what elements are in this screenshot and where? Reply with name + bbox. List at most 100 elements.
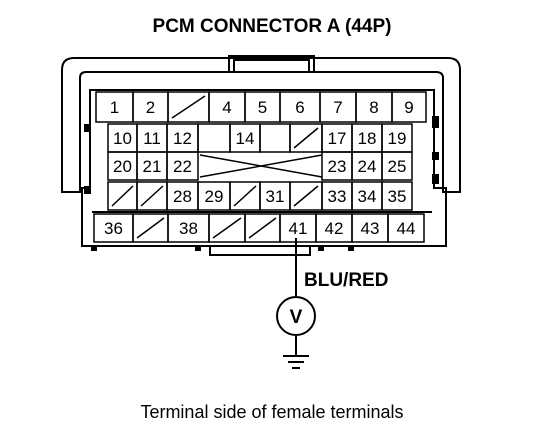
terminal-28: 28 [166,181,199,211]
terminal-8: 8 [355,91,393,123]
empty-terminal [136,181,168,211]
terminal-number: 24 [358,157,377,176]
unused-terminal-slash [171,95,206,119]
terminal-number: 41 [289,219,308,238]
empty-terminal [197,123,231,153]
terminal-10: 10 [107,123,138,153]
terminal-number: 1 [110,98,119,117]
terminal-number: 8 [369,98,378,117]
terminal-number: 31 [266,187,285,206]
terminal-cell [387,213,425,243]
ground-icon [283,355,309,369]
empty-terminal [244,213,281,243]
terminal-number: 34 [358,187,377,206]
unused-terminal-slash [136,217,165,239]
blank-cavity-x [199,154,323,178]
terminal-number: 5 [258,98,267,117]
terminal-33: 33 [321,181,353,211]
terminal-38: 38 [167,213,210,243]
empty-terminal [289,181,323,211]
terminal-number: 10 [113,129,132,148]
terminal-cell [259,123,291,153]
terminal-cell [381,181,413,211]
terminal-7: 7 [319,91,357,123]
terminal-number: 28 [173,187,192,206]
unused-terminal-slash [233,185,257,207]
unused-terminal-slash [212,217,242,239]
empty-terminal [132,213,169,243]
terminal-cell [391,91,427,123]
terminal-number: 38 [179,219,198,238]
terminal-number: 14 [236,129,255,148]
terminal-number: 12 [173,129,192,148]
empty-terminal [289,123,323,153]
terminal-23: 23 [321,151,353,181]
terminal-number: 22 [173,157,192,176]
terminal-44: 44 [387,213,425,243]
terminal-number: 17 [328,129,347,148]
terminal-18: 18 [351,123,383,153]
terminal-36: 36 [93,213,134,243]
terminal-number: 36 [104,219,123,238]
diagram-title: PCM CONNECTOR A (44P) [153,16,392,37]
terminal-35: 35 [381,181,413,211]
voltmeter-icon: V [276,296,316,336]
terminal-14: 14 [229,123,261,153]
terminal-22: 22 [166,151,199,181]
terminal-21: 21 [136,151,168,181]
terminal-number: 33 [328,187,347,206]
terminal-43: 43 [351,213,389,243]
terminal-24: 24 [351,151,383,181]
terminal-number: 44 [397,219,416,238]
terminal-17: 17 [321,123,353,153]
terminal-29: 29 [197,181,231,211]
terminal-2: 2 [132,91,169,123]
terminal-number: 25 [388,157,407,176]
terminal-6: 6 [279,91,321,123]
terminal-number: 20 [113,157,132,176]
terminal-number: 4 [222,98,231,117]
terminal-cell [197,123,231,153]
terminal-25: 25 [381,151,413,181]
terminal-42: 42 [315,213,353,243]
terminal-34: 34 [351,181,383,211]
terminal-cell [381,151,413,181]
terminal-number: 43 [361,219,380,238]
housing-locks [84,116,439,251]
terminal-number: 23 [328,157,347,176]
voltmeter-symbol: V [290,307,303,328]
terminal-41: 41 [279,213,317,243]
terminal-number: 35 [388,187,407,206]
terminal-number: 21 [143,157,162,176]
empty-terminal [229,181,261,211]
terminal-11: 11 [136,123,168,153]
caption: Terminal side of female terminals [140,402,403,422]
terminal-number: 2 [146,98,155,117]
terminal-number: 7 [333,98,342,117]
terminal-number: 18 [358,129,377,148]
wire-color-label: BLU/RED [304,270,388,291]
empty-terminal [167,91,210,123]
terminal-number: 42 [325,219,344,238]
terminal-number: 11 [143,129,161,148]
empty-terminal [259,123,291,153]
terminal-31: 31 [259,181,291,211]
terminal-cell [166,151,199,181]
terminal-19: 19 [381,123,413,153]
unused-terminal-slash [111,185,134,207]
unused-terminal-slash [140,185,164,207]
terminal-1: 1 [95,91,134,123]
terminal-number: 9 [404,98,413,117]
terminal-5: 5 [244,91,281,123]
empty-terminal [208,213,246,243]
unused-terminal-slash [293,127,319,149]
terminal-9: 9 [391,91,427,123]
terminal-12: 12 [166,123,199,153]
terminal-number: 29 [205,187,224,206]
terminal-20: 20 [107,151,138,181]
empty-terminal [107,181,138,211]
terminal-number: 19 [388,129,407,148]
unused-terminal-slash [293,185,319,207]
